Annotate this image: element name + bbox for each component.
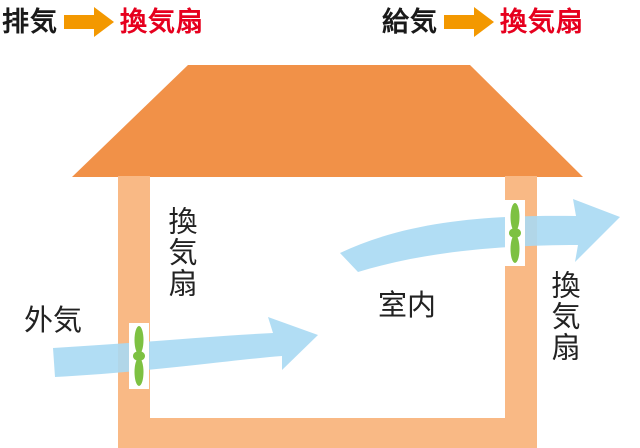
fan-icon [129, 323, 149, 389]
airflow-arrow-right [340, 199, 620, 272]
fan-icon [505, 200, 525, 266]
legend-source-label: 給気 [382, 6, 438, 38]
legend-target-label: 換気扇 [500, 6, 584, 38]
wall-floor [118, 418, 537, 448]
roof [72, 65, 583, 177]
wall-left [118, 176, 150, 448]
airflow-arrow-left [53, 317, 318, 377]
indoor-label: 室内 [378, 288, 437, 322]
outside-air-label: 外気 [24, 303, 83, 337]
legend-target-label: 換気扇 [120, 6, 204, 38]
legend-source-label: 排気 [2, 6, 58, 38]
fan-label-left: 換気扇 [164, 206, 198, 299]
arrow-right-icon [444, 7, 494, 37]
fan-label-right: 換気扇 [547, 270, 581, 363]
arrow-right-icon [64, 7, 114, 37]
legend-exhaust: 排気 換気扇 [2, 2, 204, 42]
legend-supply: 給気 換気扇 [382, 2, 584, 42]
